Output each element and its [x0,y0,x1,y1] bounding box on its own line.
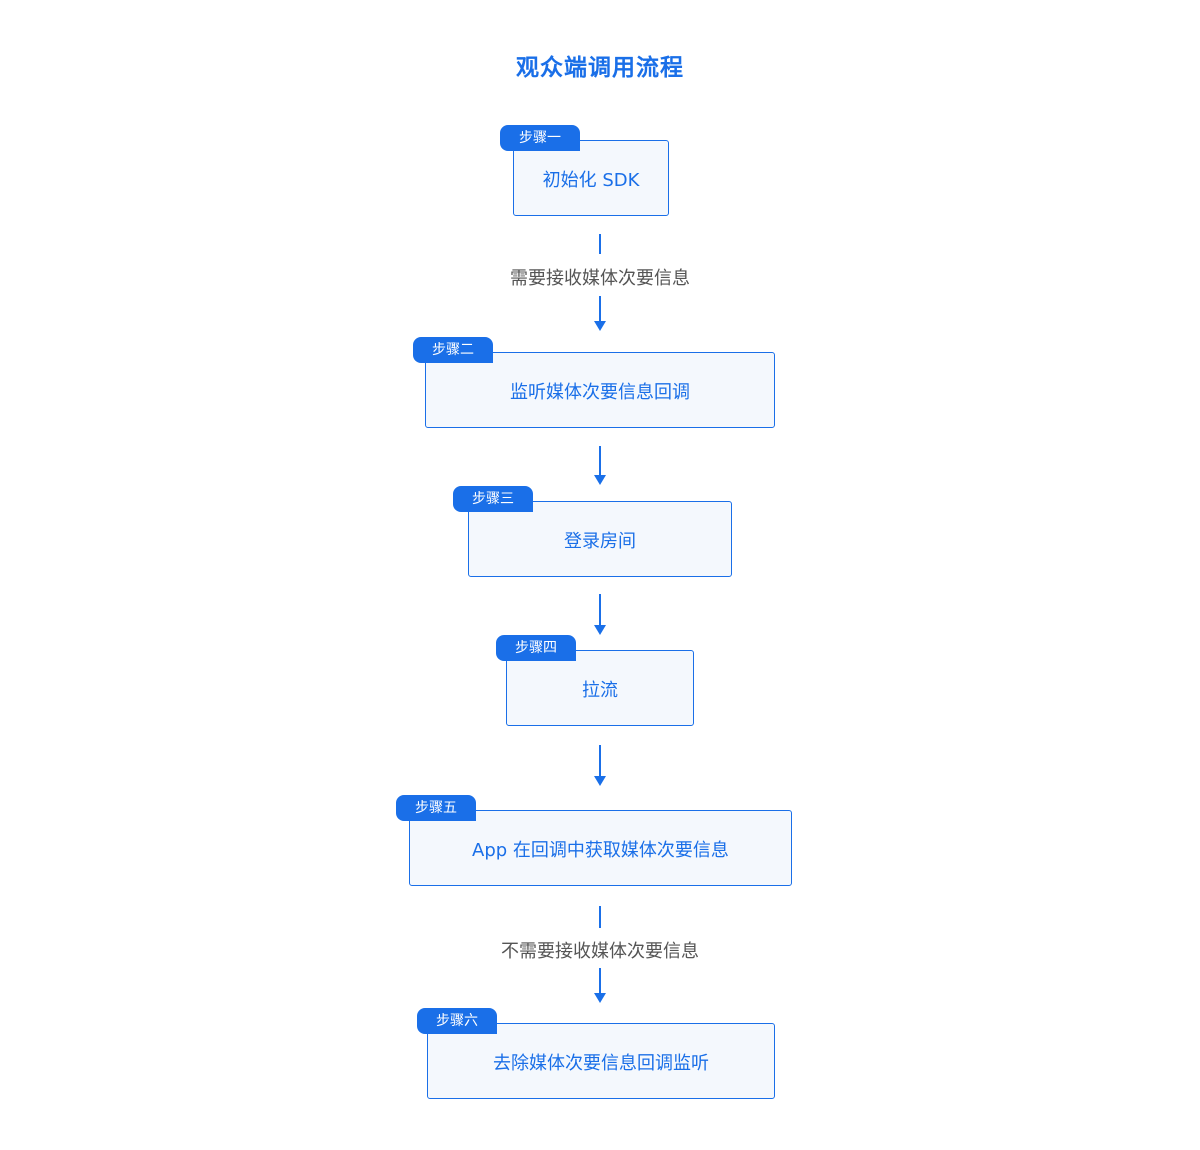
connector-4-line [599,745,601,777]
step-4-box: 拉流 [506,650,694,726]
connector-2-arrowhead [594,475,606,485]
connector-5-label: 不需要接收媒体次要信息 [501,941,699,962]
step-6-text: 去除媒体次要信息回调监听 [493,1053,709,1074]
step-3-text: 登录房间 [564,531,636,552]
step-4-text: 拉流 [582,680,618,701]
connector-1-bottom-line [599,296,601,322]
connector-2-line [599,446,601,476]
connector-3-line [599,594,601,626]
step-5-text: App 在回调中获取媒体次要信息 [472,840,729,861]
step-1-tag: 步骤一 [500,125,580,151]
connector-3-arrowhead [594,625,606,635]
step-5-tag: 步骤五 [396,795,476,821]
connector-5-top-line [599,906,601,928]
connector-4-arrowhead [594,776,606,786]
step-2-tag: 步骤二 [413,337,493,363]
step-2-box: 监听媒体次要信息回调 [425,352,775,428]
step-3-box: 登录房间 [468,501,732,577]
diagram-title: 观众端调用流程 [516,55,684,81]
connector-5-arrowhead [594,993,606,1003]
connector-1-top-line [599,234,601,254]
step-6-box: 去除媒体次要信息回调监听 [427,1023,775,1099]
step-3-tag: 步骤三 [453,486,533,512]
step-1-text: 初始化 SDK [542,170,640,191]
step-4-tag: 步骤四 [496,635,576,661]
step-6-tag: 步骤六 [417,1008,497,1034]
step-5-box: App 在回调中获取媒体次要信息 [409,810,792,886]
connector-5-bottom-line [599,968,601,994]
connector-1-label: 需要接收媒体次要信息 [510,268,690,289]
step-1-box: 初始化 SDK [513,140,669,216]
step-2-text: 监听媒体次要信息回调 [510,382,690,403]
connector-1-arrowhead [594,321,606,331]
